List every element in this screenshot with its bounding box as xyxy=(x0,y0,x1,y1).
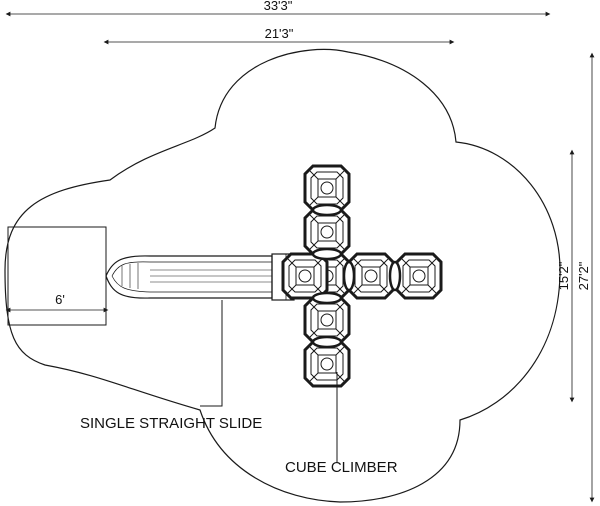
cube-climber xyxy=(281,164,443,388)
climber-cell xyxy=(303,208,351,256)
dimension-equipment-width: 21'3" xyxy=(103,26,455,45)
dimension-overall-depth: 27'2" xyxy=(576,52,595,503)
dimension-overall-depth-label: 27'2" xyxy=(576,261,591,290)
climber-joint xyxy=(311,203,343,217)
climber-joint xyxy=(311,247,343,261)
dimension-overall-width: 33'3" xyxy=(5,0,551,17)
slide-runout-label: 6' xyxy=(55,292,65,307)
climber-cell xyxy=(281,252,329,300)
climber-cell xyxy=(303,340,351,388)
dimension-equipment-width-label: 21'3" xyxy=(265,26,294,41)
dimension-overall-width-label: 33'3" xyxy=(264,0,293,13)
climber-cell xyxy=(347,252,395,300)
dimension-equipment-depth-label: 15'2" xyxy=(556,261,571,290)
climber-callout-label: CUBE CLIMBER xyxy=(285,459,398,476)
dimension-equipment-depth: 15'2" xyxy=(556,149,575,403)
climber-joint xyxy=(342,260,356,292)
climber-cell xyxy=(303,164,351,212)
slide-runout-zone: 6' xyxy=(5,226,109,326)
climber-joint xyxy=(311,335,343,349)
climber-cell xyxy=(395,252,443,300)
slide-callout: SINGLE STRAIGHT SLIDE xyxy=(80,300,262,432)
straight-slide xyxy=(105,253,295,301)
climber-joint xyxy=(311,291,343,305)
climber-joint xyxy=(388,260,402,292)
slide-callout-label: SINGLE STRAIGHT SLIDE xyxy=(80,415,262,432)
climber-callout: CUBE CLIMBER xyxy=(285,372,398,476)
climber-cell xyxy=(303,296,351,344)
